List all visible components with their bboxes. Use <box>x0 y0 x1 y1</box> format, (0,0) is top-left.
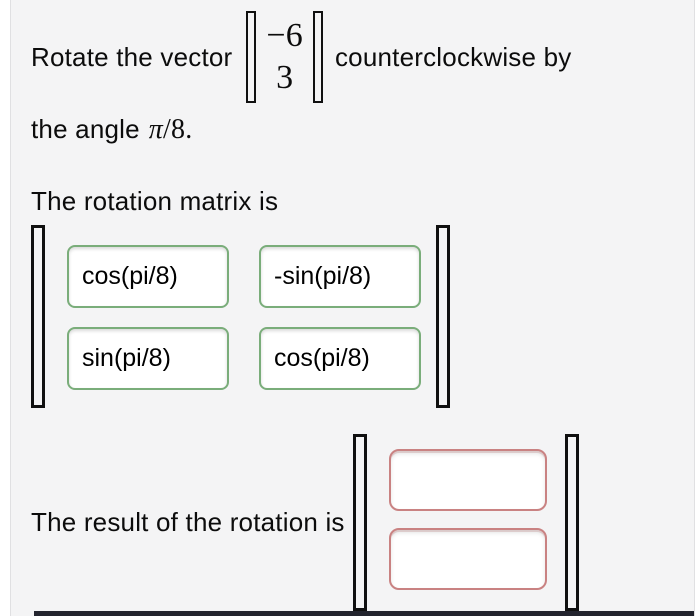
matrix-cell-input-r1c0[interactable] <box>67 327 229 390</box>
result-vector <box>352 434 579 611</box>
right-bracket-icon <box>564 434 579 611</box>
statement-text-angle: the angle <box>31 114 140 144</box>
matrix-cell-input-r0c0[interactable] <box>67 245 229 308</box>
given-vector-row-2: 3 <box>276 59 294 96</box>
angle-fraction: /8. <box>163 114 193 145</box>
rotation-matrix-grid <box>45 225 436 408</box>
left-bracket-icon <box>246 11 257 103</box>
right-bracket-icon <box>436 225 450 408</box>
pi-symbol: π <box>148 114 164 145</box>
bottom-bar <box>34 611 694 616</box>
problem-statement-line2: the angle π/8. <box>31 114 694 146</box>
rotation-matrix <box>31 225 450 408</box>
statement-text-after-vector: counterclockwise by <box>334 41 572 72</box>
matrix-cell-input-r0c1[interactable] <box>259 245 421 308</box>
problem-panel: Rotate the vector −6 3 counterclockwise … <box>10 0 695 616</box>
matrix-cell-input-r1c1[interactable] <box>259 327 421 390</box>
left-bracket-icon <box>31 225 45 408</box>
statement-text-before-vector: Rotate the vector <box>31 41 233 72</box>
given-vector-values: −6 3 <box>256 11 313 103</box>
given-vector-display: −6 3 <box>246 11 323 103</box>
result-section: The result of the rotation is <box>31 434 694 611</box>
angle-expression: π/8. <box>149 114 193 145</box>
result-vector-grid <box>367 434 565 611</box>
rotation-matrix-label: The rotation matrix is <box>31 186 279 216</box>
right-bracket-icon <box>312 11 323 103</box>
left-bracket-icon <box>352 434 367 611</box>
result-label: The result of the rotation is <box>31 507 345 537</box>
result-cell-input-row2[interactable] <box>388 528 547 590</box>
given-vector-row-1: −6 <box>266 17 303 54</box>
result-cell-input-row1[interactable] <box>388 449 547 511</box>
problem-statement-line1: Rotate the vector −6 3 counterclockwise … <box>31 8 694 106</box>
